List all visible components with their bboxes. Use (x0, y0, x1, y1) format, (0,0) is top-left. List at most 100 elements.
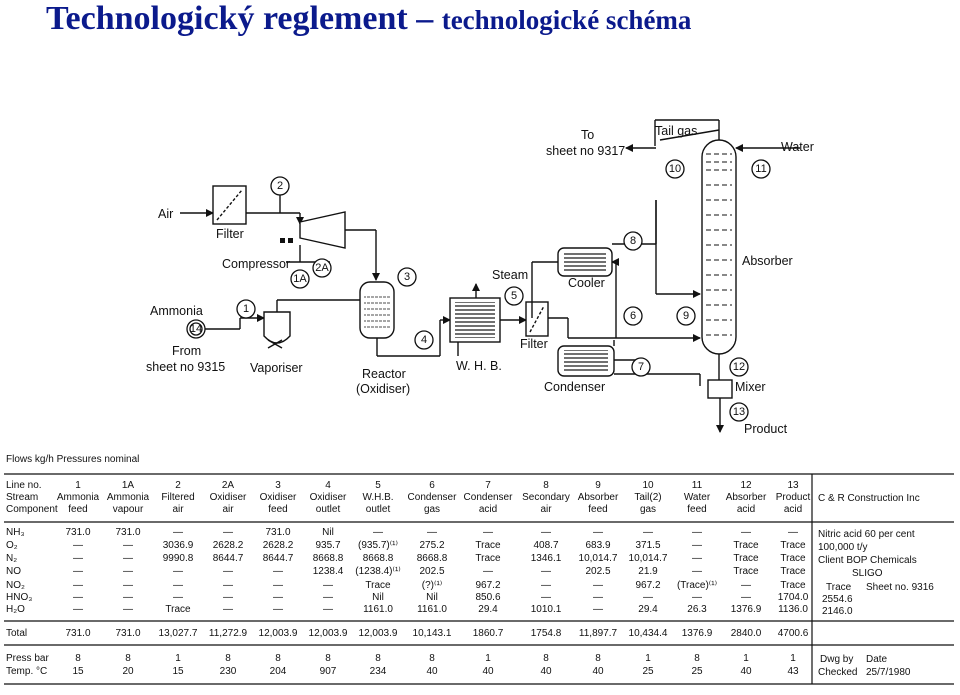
stream-marker-1 (236, 299, 256, 319)
stream-number: 4 (421, 334, 427, 346)
flow-cell: 202.5 (419, 566, 444, 577)
line-no-cell: 8 (543, 480, 549, 491)
label-product: Product (744, 422, 788, 436)
flow-cell: 10,014.7 (629, 553, 668, 564)
temperature-cell: 40 (740, 666, 752, 677)
line-no-cell: 3 (275, 480, 281, 491)
component-name: HNO₃ (6, 592, 32, 603)
stream-table: Flows kg/h Pressures nominal Line no. St… (4, 454, 954, 685)
label-to: To (581, 128, 594, 142)
total-cell: 11,272.9 (209, 628, 248, 639)
flow-cell: 1238.4 (313, 566, 344, 577)
stream-marker-8 (623, 231, 643, 251)
flow-cell: Nil (426, 592, 438, 603)
flow-cell: 8668.8 (363, 553, 394, 564)
flow-cell: — (123, 580, 133, 591)
info-site: SLIGO (852, 568, 883, 579)
stream-number: 12 (733, 361, 745, 373)
label-whb: W. H. B. (456, 359, 502, 373)
flow-cell: — (173, 592, 183, 603)
flow-cell: — (323, 580, 333, 591)
stream-number: 8 (630, 235, 636, 247)
flow-cell: — (692, 592, 702, 603)
info-h2o-sum: 2146.0 (822, 606, 853, 617)
flow-cell: — (223, 604, 233, 615)
total-cell: 12,003.9 (259, 628, 298, 639)
info-date-label: Date (866, 654, 888, 665)
flow-cell: 1346.1 (531, 553, 562, 564)
temperature-cell: 25 (642, 666, 654, 677)
label-condenser: Condenser (544, 380, 605, 394)
line-no-cell: 1A (122, 480, 135, 491)
stream-number: 1A (293, 273, 307, 285)
stream-name-cell: air (222, 504, 234, 515)
flow-cell: 967.2 (635, 580, 660, 591)
label-filter: Filter (216, 227, 244, 241)
component-name: NO (6, 566, 21, 577)
line-no-cell: 2 (175, 480, 181, 491)
flow-cell: — (223, 527, 233, 538)
stream-name-cell: acid (737, 504, 755, 515)
temperature-cell: 204 (270, 666, 287, 677)
flow-cell: — (273, 592, 283, 603)
flow-cell: 9990.8 (163, 553, 194, 564)
stream-name-cell: feed (687, 504, 706, 515)
stream-number: 2A (315, 262, 329, 274)
total-cell: 4700.6 (778, 628, 809, 639)
stream-name-cell: Oxidiser (310, 492, 347, 503)
stream-marker-10 (665, 159, 685, 179)
flow-cell: 8644.7 (263, 553, 294, 564)
flow-cell: — (123, 566, 133, 577)
info-company: C & R Construction Inc (818, 493, 920, 504)
total-cell: 10,143.1 (413, 628, 452, 639)
info-client: Client BOP Chemicals (818, 555, 917, 566)
stream-name-cell: air (540, 504, 552, 515)
info-nh3-sum: 2554.6 (822, 594, 853, 605)
flow-cell: — (173, 580, 183, 591)
stream-name-cell: Absorber (726, 492, 767, 503)
line-no-cell: 4 (325, 480, 331, 491)
flow-cell: 935.7 (315, 540, 340, 551)
component-name: H₂O (6, 604, 25, 615)
flow-cell: — (323, 604, 333, 615)
flow-cell: — (741, 527, 751, 538)
total-label: Total (6, 628, 27, 639)
flow-cell: — (541, 592, 551, 603)
pressure-cell: 1 (485, 653, 491, 664)
absorber (701, 139, 737, 355)
stream-marker-14-inner (189, 322, 203, 336)
flow-cell: 2628.2 (213, 540, 244, 551)
label-compressor: Compressor (222, 257, 290, 271)
stream-name-cell: outlet (366, 504, 391, 515)
stream-name-cell: Secondary (522, 492, 570, 503)
flow-cell: — (427, 527, 437, 538)
flow-cell: — (541, 566, 551, 577)
flow-cell: 731.0 (115, 527, 140, 538)
flow-cell: — (273, 580, 283, 591)
temperature-cell: 40 (592, 666, 604, 677)
stream-name-cell: outlet (316, 504, 341, 515)
flow-cell: — (273, 604, 283, 615)
title-main: Technologický reglement – (46, 0, 442, 37)
flow-cell: 967.2 (475, 580, 500, 591)
flow-cell: — (692, 566, 702, 577)
flow-cell: — (593, 527, 603, 538)
stream-name-cell: Ammonia (107, 492, 150, 503)
flow-cell: — (173, 527, 183, 538)
flow-cell: 1161.0 (417, 604, 447, 615)
line-no-cell: 9 (595, 480, 601, 491)
line-no-cell: 11 (692, 480, 703, 491)
pressure-cell: 8 (225, 653, 231, 664)
label-vaporiser: Vaporiser (250, 361, 303, 375)
flow-cell: — (541, 580, 551, 591)
flow-cell: Trace (780, 540, 806, 551)
mixer (707, 379, 733, 399)
label-reactor: Reactor (362, 367, 406, 381)
label-oxidiser: (Oxidiser) (356, 382, 410, 396)
stream-marker-4 (414, 330, 434, 350)
total-cell: 2840.0 (731, 628, 762, 639)
total-cell: 1376.9 (682, 628, 713, 639)
flow-cell: 1136.0 (778, 604, 808, 615)
stream-number: 1 (243, 303, 249, 315)
total-cell: 12,003.9 (309, 628, 348, 639)
